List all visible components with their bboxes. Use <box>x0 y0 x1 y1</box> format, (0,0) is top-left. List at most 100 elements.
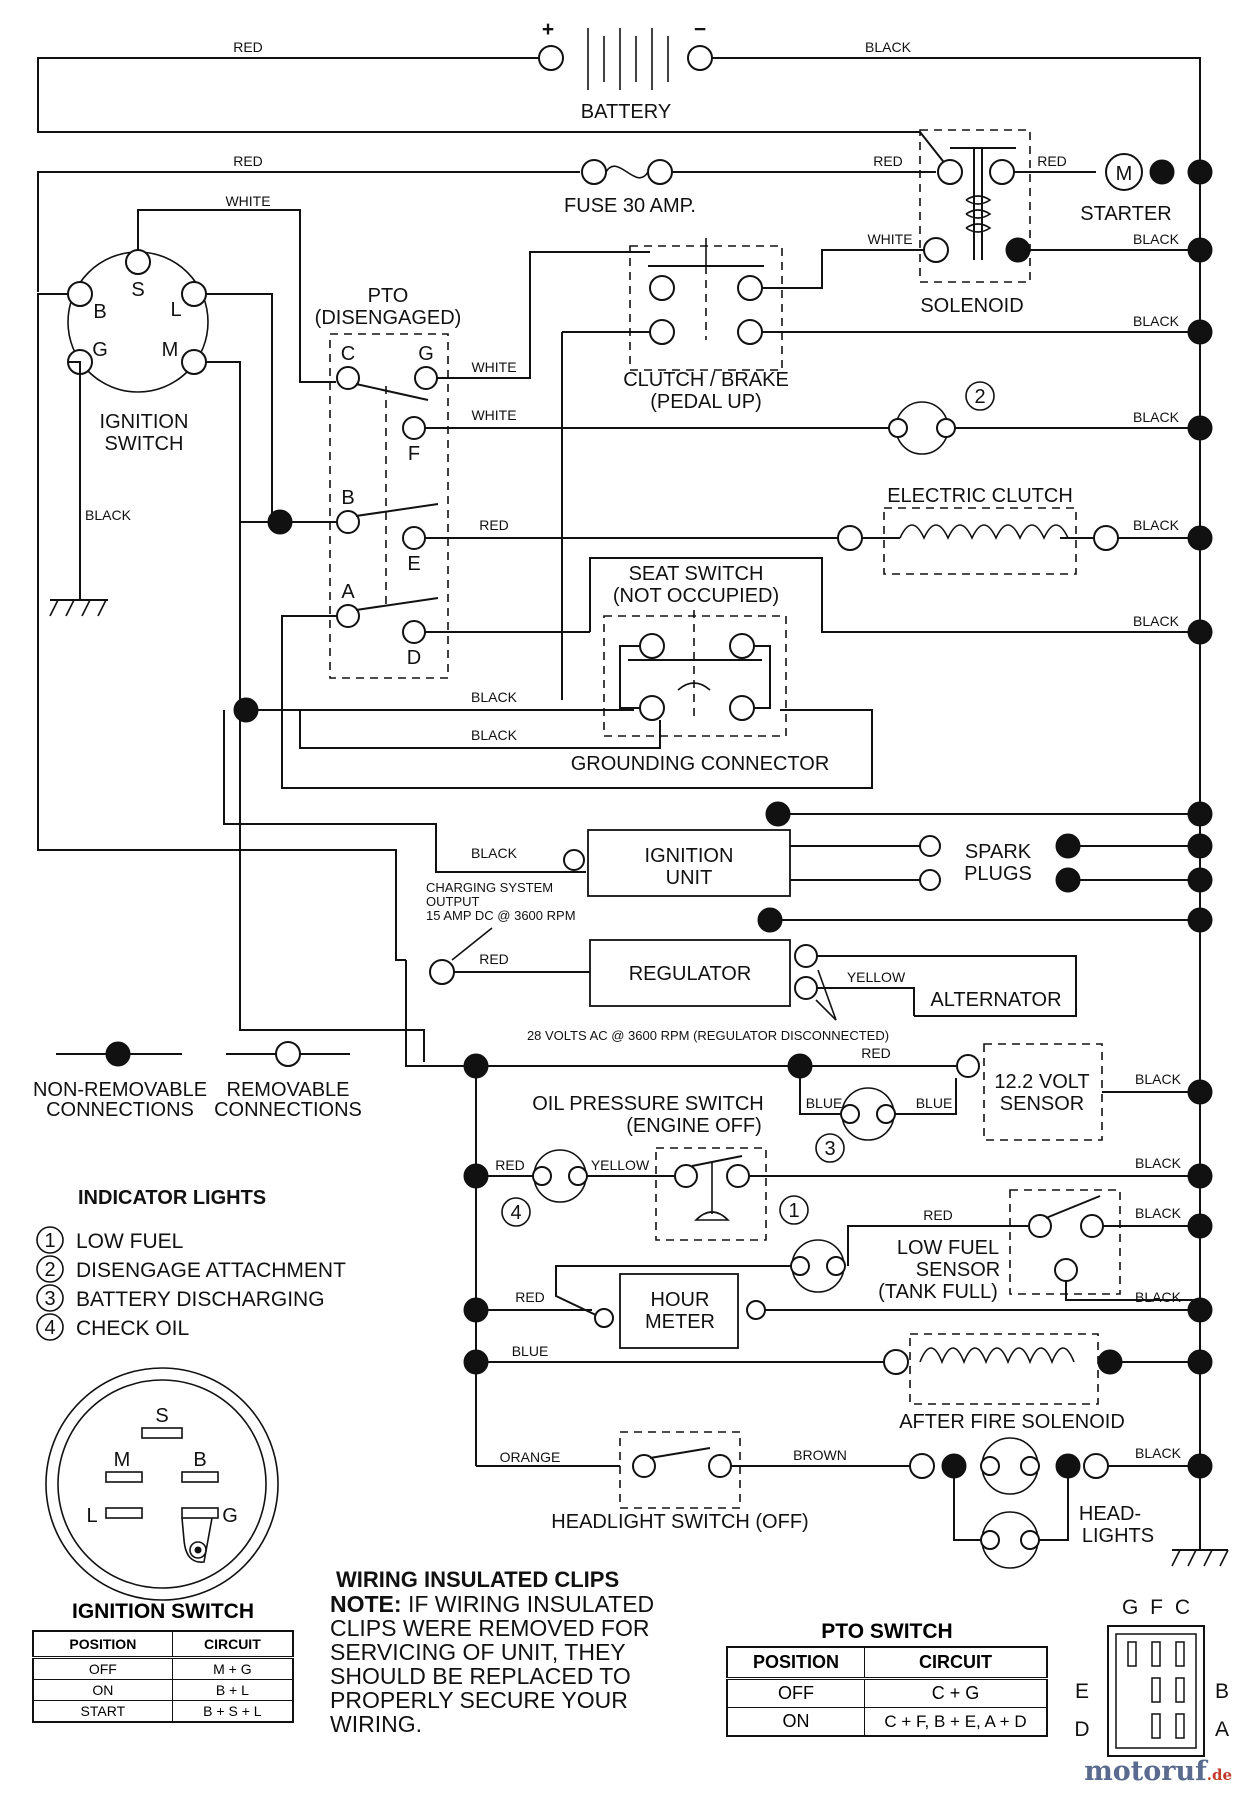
sensor-12v-2: SENSOR <box>1000 1093 1084 1115</box>
pto-term-e: E <box>407 553 420 575</box>
wire-label: BLACK <box>85 507 132 523</box>
watermark: motoruf.de <box>1084 1756 1232 1787</box>
hour-meter: HOUR METER <box>619 1273 739 1349</box>
battery: + − BATTERY <box>538 18 713 123</box>
pto-conn-top: G F C <box>1122 1596 1190 1619</box>
charging-2: OUTPUT <box>426 894 480 909</box>
after-fire-label: AFTER FIRE SOLENOID <box>899 1411 1125 1433</box>
clips-line: SHOULD BE REPLACED TO <box>330 1663 631 1689</box>
ignition-unit-2: UNIT <box>666 867 713 889</box>
regulator-label: REGULATOR <box>629 963 752 985</box>
wire-label: BLACK <box>1133 313 1180 329</box>
wire-label: BLUE <box>806 1095 843 1111</box>
battery-label: BATTERY <box>581 101 671 123</box>
hour-meter-1: HOUR <box>651 1289 710 1311</box>
battery-plus: + <box>542 18 554 41</box>
col-header: CIRCUIT <box>171 1630 294 1659</box>
clips-note-label: NOTE: <box>330 1591 402 1617</box>
pto-term-f: F <box>408 443 420 465</box>
ign-term-s: S <box>131 279 144 301</box>
pto-table: PTO SWITCH POSITION CIRCUIT OFF C + G ON… <box>726 1620 1048 1737</box>
electric-clutch: ELECTRIC CLUTCH <box>837 485 1119 575</box>
indicator-lamp-1 <box>790 1239 846 1293</box>
wire-label: RED <box>479 951 509 967</box>
clips-line: WIRING. <box>330 1711 422 1737</box>
indicator-label: LOW FUEL <box>76 1230 183 1253</box>
indicator-num: 4 <box>44 1317 55 1339</box>
pto-conn-a: A <box>1215 1718 1229 1741</box>
table-cell: OFF <box>726 1678 865 1708</box>
spark-plugs-2: PLUGS <box>964 863 1032 885</box>
headlights-1: HEAD- <box>1079 1503 1141 1525</box>
indicator-lamp-2: 2 <box>888 381 995 455</box>
ign-term-l: L <box>170 299 181 321</box>
wire-label: BLACK <box>1133 231 1180 247</box>
lamp-number: 3 <box>824 1138 835 1160</box>
wire-label: YELLOW <box>847 969 906 985</box>
wire-label: BLACK <box>1135 1289 1182 1305</box>
ign-label-1: IGNITION <box>100 411 189 433</box>
pto-conn-e: E <box>1075 1680 1089 1703</box>
pto-title-2: (DISENGAGED) <box>315 307 462 329</box>
wire-label: RED <box>861 1045 891 1061</box>
table-cell: ON <box>32 1679 173 1701</box>
wire-label: WHITE <box>225 193 270 209</box>
fuse: FUSE 30 AMP. <box>564 159 696 217</box>
clips-line: SERVICING OF UNIT, THEY <box>330 1639 626 1665</box>
wire-label: RED <box>515 1289 545 1305</box>
lamp-number: 1 <box>788 1200 799 1222</box>
clips-title: WIRING INSULATED CLIPS <box>336 1567 620 1592</box>
watermark-suffix: .de <box>1206 1766 1232 1784</box>
oil-pressure-switch: 1 <box>655 1147 809 1241</box>
table-cell: C + F, B + E, A + D <box>864 1707 1048 1737</box>
wire-label: BLUE <box>916 1095 953 1111</box>
lamp-number: 2 <box>974 386 985 408</box>
headlight-switch-label: HEADLIGHT SWITCH (OFF) <box>551 1511 808 1533</box>
battery-minus: − <box>694 18 706 41</box>
legend-nr-1: NON-REMOVABLE <box>33 1079 207 1101</box>
table-cell: OFF <box>32 1657 173 1680</box>
wire-label: BLACK <box>1133 409 1180 425</box>
indicator-lights-legend: INDICATOR LIGHTS 1 LOW FUEL 2 DISENGAGE … <box>36 1187 346 1341</box>
alternator-note: 28 VOLTS AC @ 3600 RPM (REGULATOR DISCON… <box>527 1028 889 1043</box>
face-b: B <box>193 1449 206 1471</box>
ignition-switch-face: S M B L G <box>45 1367 279 1601</box>
fuse-label: FUSE 30 AMP. <box>564 195 696 217</box>
solenoid: SOLENOID <box>919 129 1031 317</box>
ignition-table-title: IGNITION SWITCH <box>72 1600 254 1623</box>
headlight-switch: HEADLIGHT SWITCH (OFF) <box>551 1431 809 1533</box>
indicator-num: 2 <box>44 1259 55 1281</box>
charging-3: 15 AMP DC @ 3600 RPM <box>426 908 576 923</box>
face-m: M <box>114 1449 131 1471</box>
oil-label-1: OIL PRESSURE SWITCH <box>532 1093 764 1115</box>
col-header: POSITION <box>726 1646 865 1680</box>
ignition-table: IGNITION SWITCH POSITION CIRCUIT OFF M +… <box>32 1600 294 1723</box>
starter-label: STARTER <box>1080 203 1172 225</box>
electric-clutch-label: ELECTRIC CLUTCH <box>887 485 1073 507</box>
table-cell: B + L <box>171 1679 294 1701</box>
wire-label: BLACK <box>1135 1071 1182 1087</box>
indicator-lights-title: INDICATOR LIGHTS <box>78 1187 266 1209</box>
wire-label: BLACK <box>1135 1445 1182 1461</box>
alternator-label: ALTERNATOR <box>930 989 1061 1011</box>
headlights: HEAD- LIGHTS <box>980 1437 1154 1569</box>
wire-label: YELLOW <box>591 1157 650 1173</box>
sensor-12v-1: 12.2 VOLT <box>994 1071 1089 1093</box>
ignition-switch: S B L G M IGNITION SWITCH <box>67 249 209 455</box>
pto-conn-d: D <box>1074 1718 1089 1741</box>
seat-label-2: (NOT OCCUPIED) <box>613 585 779 607</box>
wire-label: BLACK <box>1133 517 1180 533</box>
clips-line: IF WIRING INSULATED <box>401 1591 655 1617</box>
low-fuel-1: LOW FUEL <box>897 1237 999 1259</box>
headlights-2: LIGHTS <box>1082 1525 1154 1547</box>
wire-label: WHITE <box>867 231 912 247</box>
starter: M STARTER <box>1080 153 1175 225</box>
clips-line: CLIPS WERE REMOVED FOR <box>330 1615 650 1641</box>
indicator-label: CHECK OIL <box>76 1317 189 1340</box>
low-fuel-2: SENSOR <box>916 1259 1000 1281</box>
wire-label: RED <box>873 153 903 169</box>
ignition-unit: IGNITION UNIT <box>587 829 791 897</box>
wire-label: RED <box>923 1207 953 1223</box>
wire-label: RED <box>479 517 509 533</box>
